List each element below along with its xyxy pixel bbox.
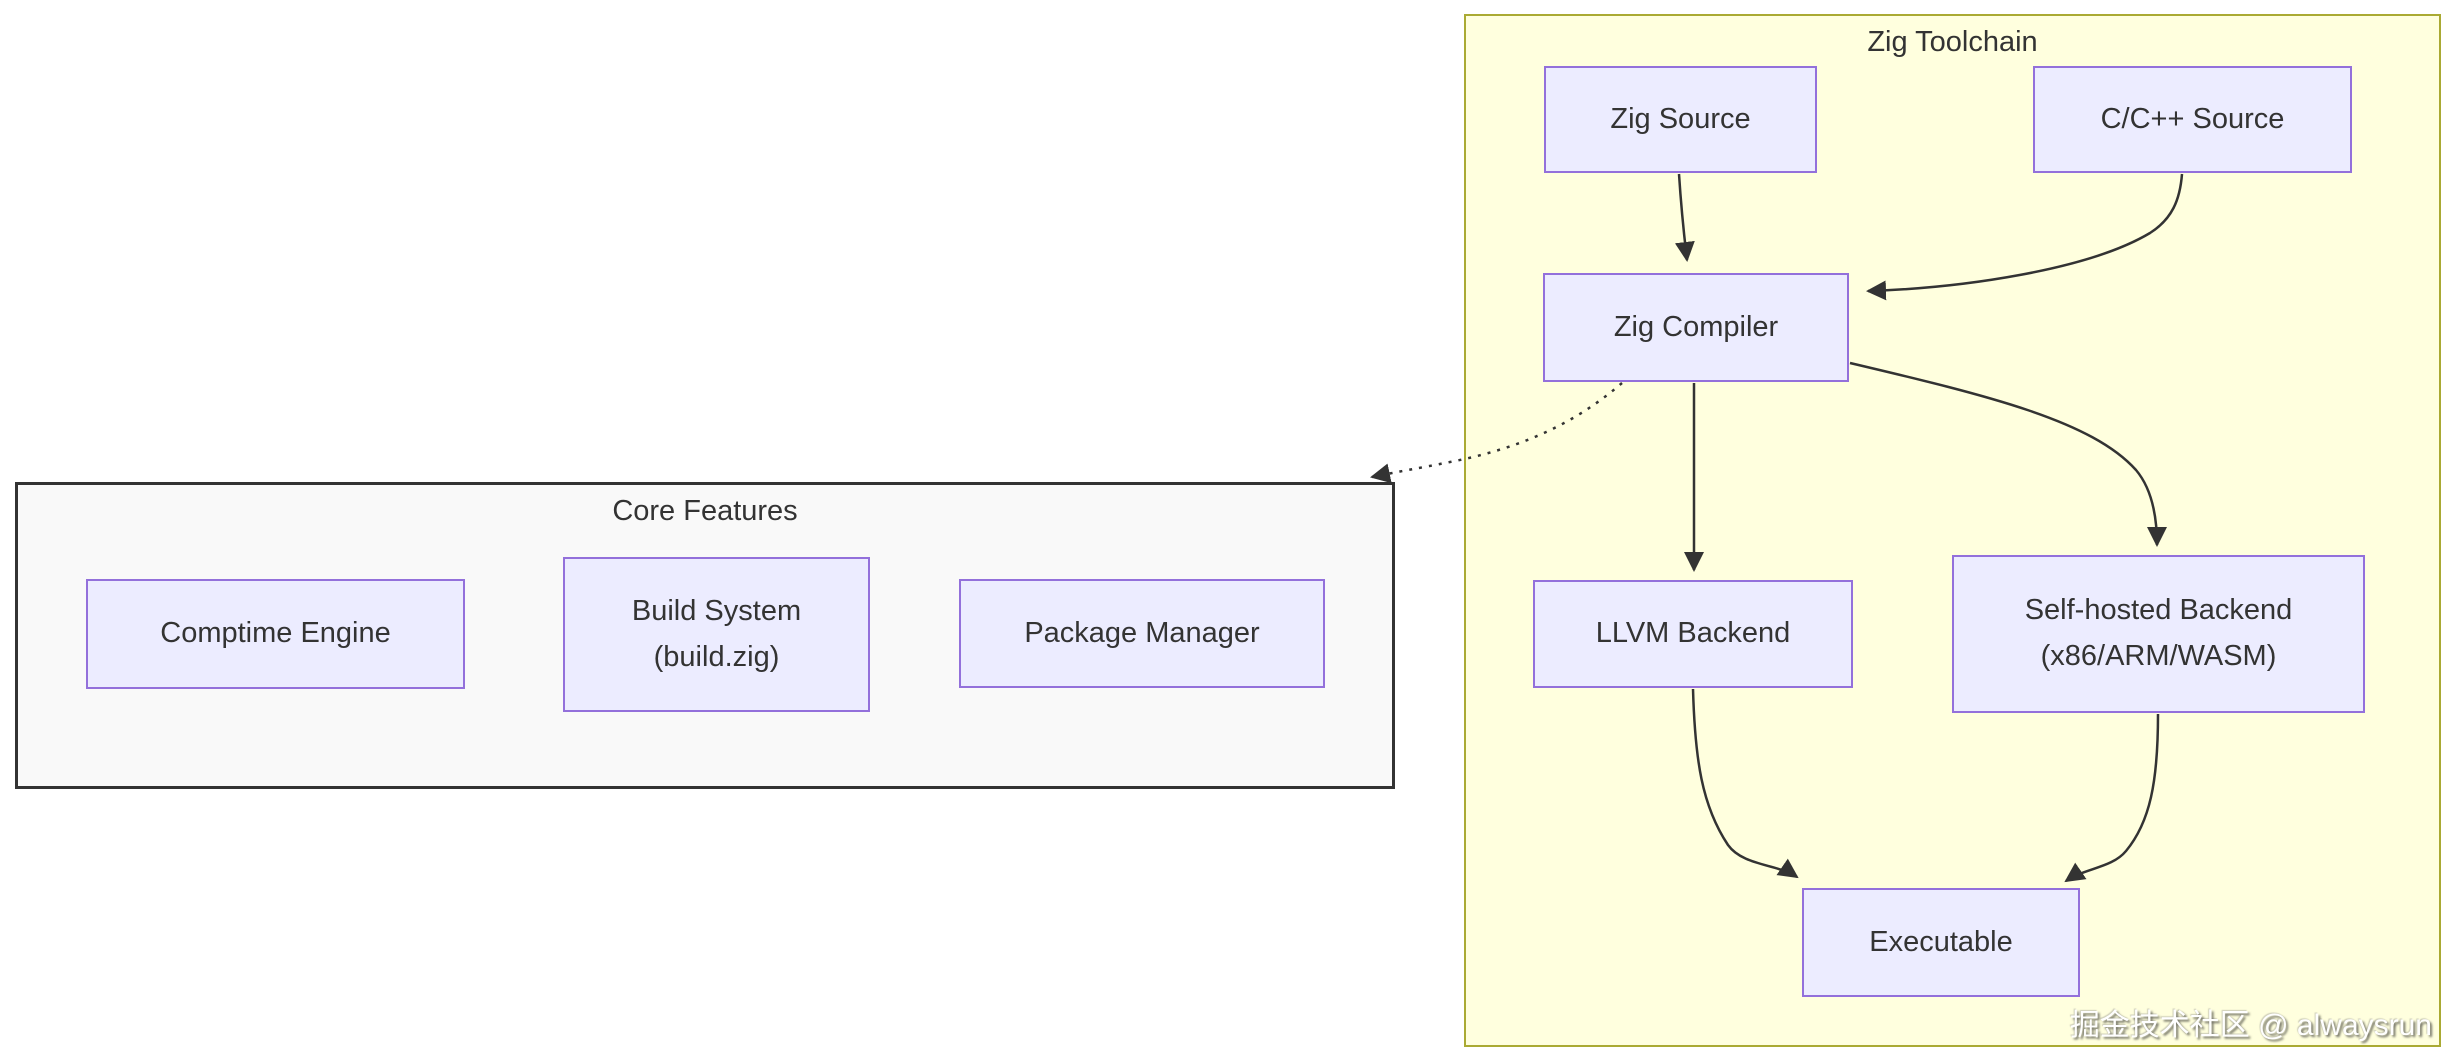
node-comptime-engine: Comptime Engine bbox=[86, 579, 465, 689]
node-build-system-label-line1: Build System bbox=[631, 594, 802, 627]
node-zig-source: Zig Source bbox=[1544, 66, 1817, 173]
cluster-zig-toolchain-title: Zig Toolchain bbox=[1867, 26, 2038, 58]
node-zig-compiler: Zig Compiler bbox=[1543, 273, 1849, 382]
node-zig-source-label: Zig Source bbox=[1610, 102, 1751, 135]
node-build-system-label-line2: (build.zig) bbox=[653, 640, 780, 673]
node-c-cpp-source-label: C/C++ Source bbox=[2100, 102, 2285, 135]
node-selfhosted-backend-label-line2: (x86/ARM/WASM) bbox=[2040, 640, 2277, 672]
node-c-cpp-source: C/C++ Source bbox=[2033, 66, 2352, 173]
node-llvm-backend-label: LLVM Backend bbox=[1595, 617, 1791, 650]
node-build-system: Build System (build.zig) bbox=[563, 557, 870, 712]
watermark-text: 掘金技术社区 @ alwaysrun bbox=[2069, 1009, 2432, 1042]
node-comptime-engine-label: Comptime Engine bbox=[160, 617, 391, 650]
node-selfhosted-backend: Self-hosted Backend (x86/ARM/WASM) bbox=[1952, 555, 2365, 713]
node-selfhosted-backend-label-line1: Self-hosted Backend bbox=[2024, 594, 2293, 627]
cluster-core-features-title: Core Features bbox=[612, 495, 798, 527]
node-zig-compiler-label: Zig Compiler bbox=[1613, 310, 1779, 343]
node-package-manager: Package Manager bbox=[959, 579, 1325, 688]
node-executable: Executable bbox=[1802, 888, 2080, 997]
node-executable-label: Executable bbox=[1869, 925, 2013, 958]
node-package-manager-label: Package Manager bbox=[1024, 616, 1260, 649]
node-llvm-backend: LLVM Backend bbox=[1533, 580, 1853, 688]
